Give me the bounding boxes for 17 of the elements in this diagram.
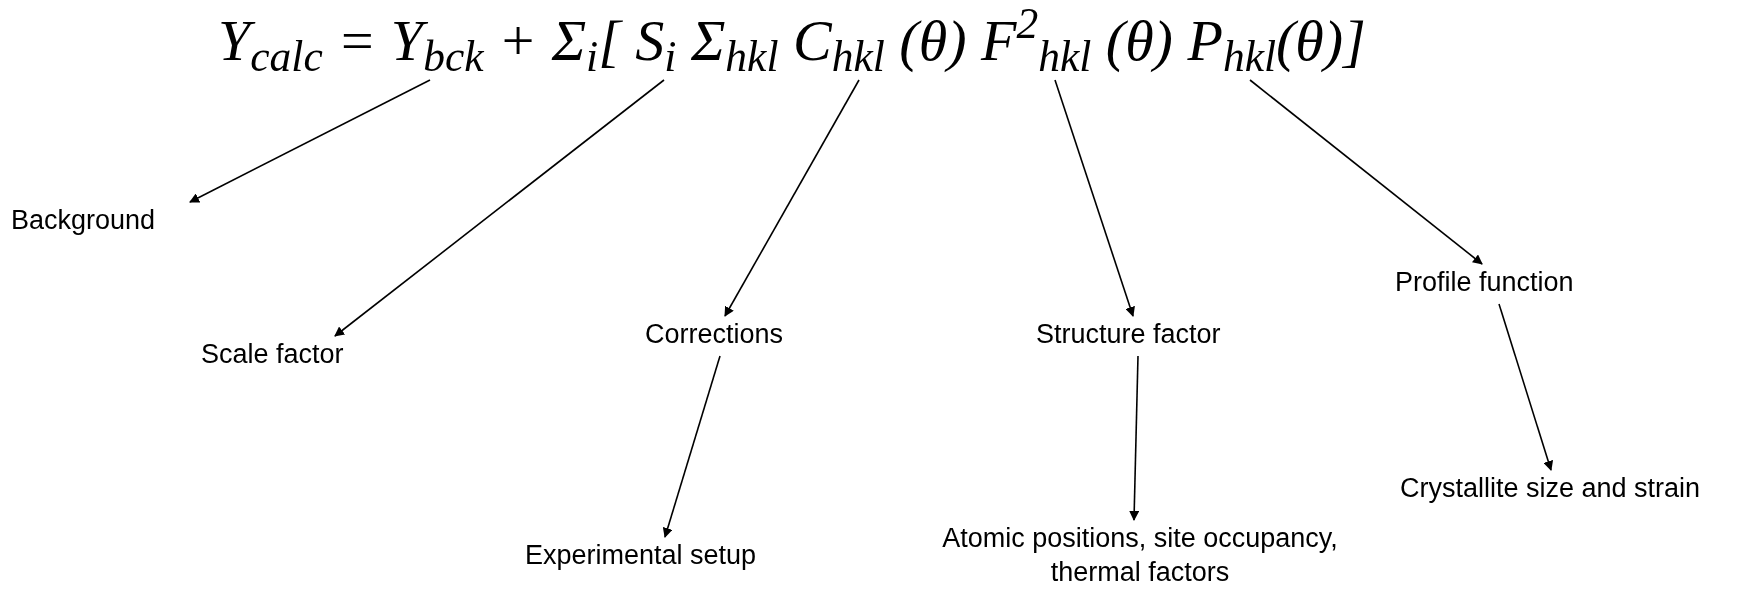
arrow: [1054, 79, 1135, 317]
label-text: Scale factor: [201, 338, 344, 372]
label-text: Profile function: [1395, 266, 1574, 300]
formula-text: Y$_{calc}$ = Y$_{bck}$ + Σ$_{i}$[ S$_{i}$ Σ$_{hkl}$ C$_{hkl}$ (θ) F$^{2}$$_{hkl}$ (θ) P$_{hkl}$(θ)]: [218, 6, 1366, 76]
arrow: [724, 79, 860, 317]
arrow: [189, 79, 431, 203]
arrow: [662, 355, 721, 538]
label-text: Experimental setup: [525, 539, 757, 573]
label-text: Atomic positions, site occupancy, thermal factors: [905, 522, 1375, 590]
label-text: Corrections: [645, 318, 784, 352]
arrow: [334, 79, 665, 337]
arrow: [1498, 303, 1554, 471]
arrow: [1249, 79, 1483, 265]
label-text: Crystallite size and strain: [1400, 472, 1701, 506]
label-text: Background: [11, 204, 156, 238]
arrow: [1129, 355, 1140, 521]
label-text: Structure factor: [1036, 318, 1221, 352]
